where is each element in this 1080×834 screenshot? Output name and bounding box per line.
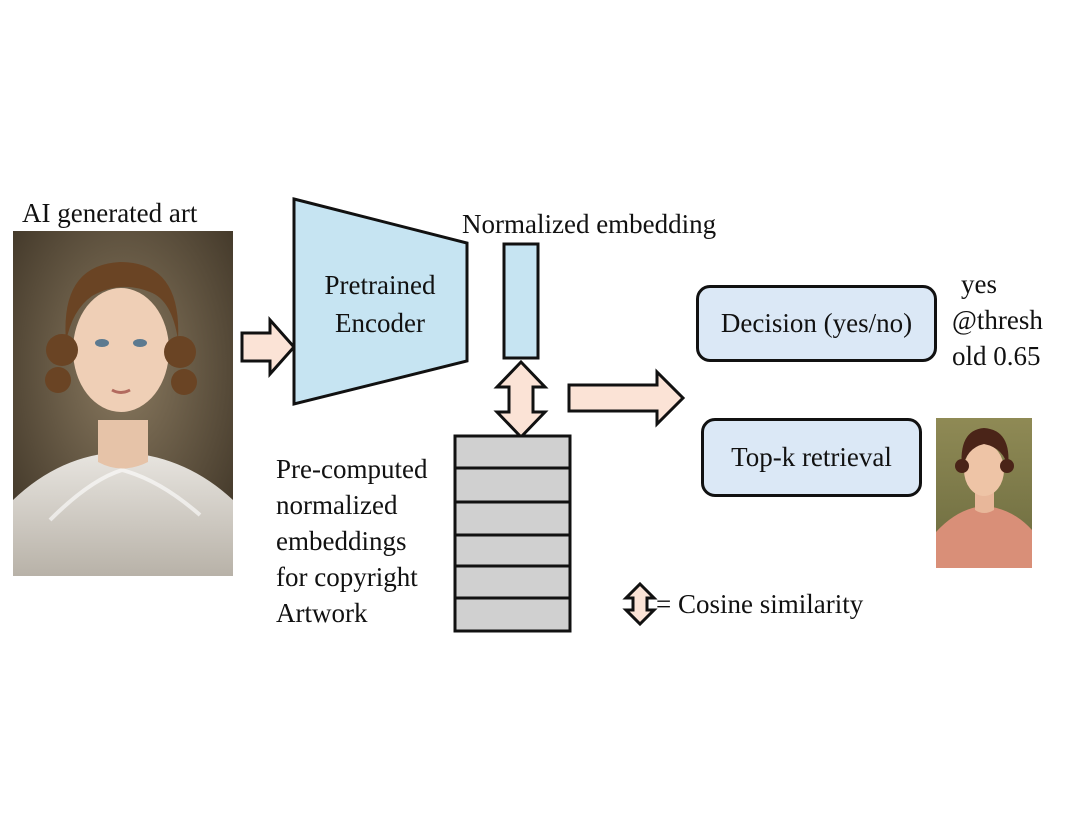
legend-text: = Cosine similarity bbox=[656, 589, 864, 619]
top-k-retrieval-box: Top-k retrieval bbox=[701, 418, 922, 497]
cosine-similarity-arrow bbox=[493, 359, 549, 440]
encoder-label: Pretrained Encoder bbox=[300, 266, 460, 342]
database-label-line: for copyright bbox=[276, 562, 418, 592]
database-label-line: Artwork bbox=[276, 598, 368, 628]
decision-box: Decision (yes/no) bbox=[696, 285, 937, 362]
database-label-line: normalized bbox=[276, 490, 398, 520]
threshold-line: yes bbox=[961, 269, 997, 299]
encoder-label-line-1: Pretrained bbox=[324, 270, 436, 300]
threshold-line: old 0.65 bbox=[952, 341, 1041, 371]
embedding-database-stack bbox=[453, 434, 572, 633]
output-arrow bbox=[567, 368, 686, 428]
embedding-label: Normalized embedding bbox=[462, 209, 717, 239]
database-label-line: Pre-computed bbox=[276, 454, 428, 484]
input-arrow bbox=[240, 316, 297, 378]
legend-double-arrow-icon bbox=[622, 581, 658, 627]
database-label-line: embeddings bbox=[276, 526, 407, 556]
threshold-note: yes @thresh old 0.65 bbox=[952, 266, 1064, 374]
ai-generated-art-image bbox=[13, 231, 233, 576]
retrieved-artwork-image bbox=[936, 418, 1032, 568]
database-label: Pre-computed normalized embeddings for c… bbox=[276, 451, 427, 631]
encoder-label-line-2: Encoder bbox=[335, 308, 425, 338]
pretrained-encoder-block bbox=[292, 197, 469, 406]
input-image-label: AI generated art bbox=[22, 198, 198, 228]
normalized-embedding-bar bbox=[502, 242, 540, 360]
threshold-line: @thresh bbox=[952, 305, 1043, 335]
